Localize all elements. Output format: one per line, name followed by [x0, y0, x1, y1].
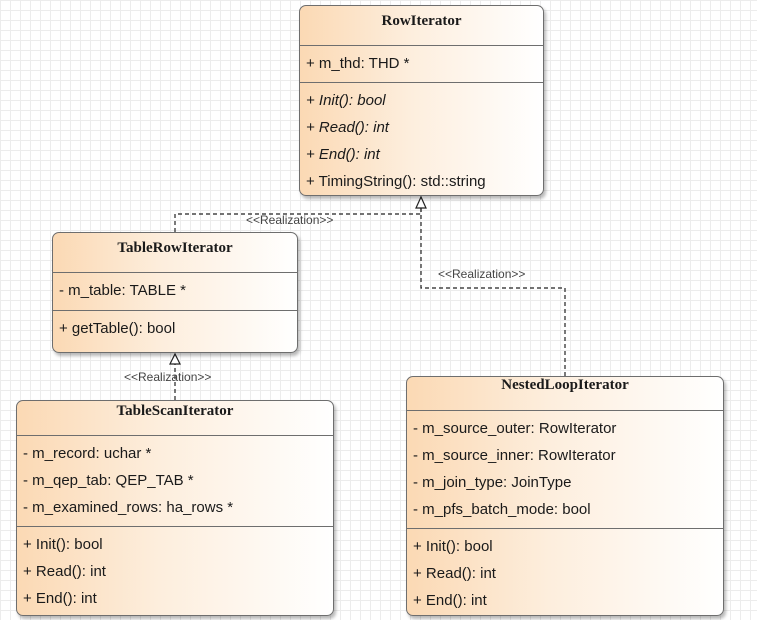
attribute-m-thd: + m_thd: THD *: [306, 55, 410, 72]
class-row-iterator[interactable]: RowIterator + m_thd: THD * + Init(): boo…: [299, 5, 544, 196]
operation-get-table: + getTable(): bool: [59, 320, 176, 337]
operation-read: + Read(): int: [306, 119, 389, 136]
realization-line-nested-loop[interactable]: [420, 208, 566, 376]
operations-nested-loop-iterator: + Init(): bool + Read(): int + End(): in…: [407, 529, 723, 614]
class-name-table-scan-iterator: TableScanIterator: [17, 401, 333, 436]
operation-read: + Read(): int: [23, 563, 106, 580]
class-table-scan-iterator[interactable]: TableScanIterator - m_record: uchar * - …: [16, 400, 334, 616]
operation-init: + Init(): bool: [413, 538, 493, 555]
operation-end: + End(): int: [23, 590, 97, 607]
operation-timing-string: + TimingString(): std::string: [306, 173, 486, 190]
operations-row-iterator: + Init(): bool + Read(): int + End(): in…: [300, 83, 543, 195]
attribute-m-record: - m_record: uchar *: [23, 445, 152, 462]
realization-label-nested-loop: <<Realization>>: [438, 267, 526, 281]
attribute-m-examined-rows: - m_examined_rows: ha_rows *: [23, 499, 234, 516]
operation-init: + Init(): bool: [23, 536, 103, 553]
operation-init: + Init(): bool: [306, 92, 386, 109]
class-name-table-row-iterator: TableRowIterator: [53, 233, 297, 273]
attributes-nested-loop-iterator: - m_source_outer: RowIterator - m_source…: [407, 411, 723, 529]
attribute-m-table: - m_table: TABLE *: [59, 282, 187, 299]
class-nested-loop-iterator[interactable]: NestedLoopIterator - m_source_outer: Row…: [406, 376, 724, 616]
realization-arrowhead-row-iterator: [415, 195, 427, 209]
realization-label-table-row: <<Realization>>: [246, 213, 334, 227]
operation-read: + Read(): int: [413, 565, 496, 582]
operation-end: + End(): int: [306, 146, 380, 163]
operations-table-row-iterator: + getTable(): bool: [53, 311, 297, 342]
attribute-m-source-inner: - m_source_inner: RowIterator: [413, 447, 616, 464]
attributes-table-scan-iterator: - m_record: uchar * - m_qep_tab: QEP_TAB…: [17, 436, 333, 527]
attributes-table-row-iterator: - m_table: TABLE *: [53, 273, 297, 311]
attributes-row-iterator: + m_thd: THD *: [300, 46, 543, 83]
attribute-m-source-outer: - m_source_outer: RowIterator: [413, 420, 617, 437]
operations-table-scan-iterator: + Init(): bool + Read(): int + End(): in…: [17, 527, 333, 612]
class-name-row-iterator: RowIterator: [300, 6, 543, 46]
realization-arrowhead-table-row-iterator: [169, 352, 181, 365]
realization-label-table-scan: <<Realization>>: [124, 370, 212, 384]
class-table-row-iterator[interactable]: TableRowIterator - m_table: TABLE * + ge…: [52, 232, 298, 353]
class-name-nested-loop-iterator: NestedLoopIterator: [407, 377, 723, 411]
operation-end: + End(): int: [413, 592, 487, 609]
attribute-m-qep-tab: - m_qep_tab: QEP_TAB *: [23, 472, 194, 489]
attribute-m-pfs-batch-mode: - m_pfs_batch_mode: bool: [413, 501, 591, 518]
attribute-m-join-type: - m_join_type: JoinType: [413, 474, 572, 491]
